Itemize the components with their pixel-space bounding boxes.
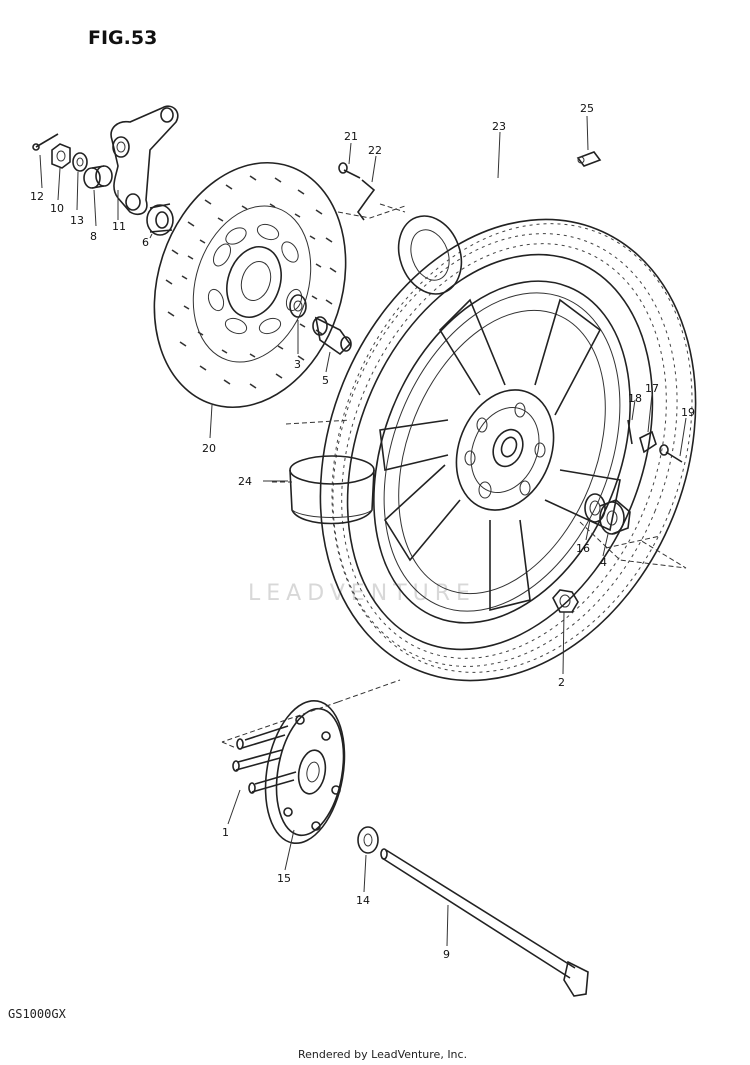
footer-credit: Rendered by LeadVenture, Inc. (298, 1048, 467, 1061)
callout-18: 18 (628, 392, 642, 405)
callout-13: 13 (70, 214, 84, 227)
callout-2: 2 (558, 676, 565, 689)
assembly-guide-lines (221, 203, 687, 749)
rear-tire (319, 215, 697, 682)
callout-5: 5 (322, 374, 329, 387)
studs-1 (232, 725, 297, 794)
axle-9 (380, 848, 589, 997)
collar-8 (83, 165, 113, 189)
plate-17 (639, 430, 657, 454)
leader-lines (39, 115, 687, 947)
callout-9: 9 (443, 948, 450, 961)
callout-17: 17 (645, 382, 659, 395)
caliper-bracket (110, 105, 179, 216)
bolt-12 (32, 133, 59, 151)
brake-disc (153, 161, 347, 409)
nut-2 (552, 589, 579, 613)
callout-23: 23 (492, 120, 506, 133)
model-code: GS1000GX (8, 1007, 67, 1021)
lock-washer-22 (357, 179, 376, 221)
spacer-4 (599, 499, 631, 535)
bolt-21 (338, 162, 361, 179)
callout-21: 21 (344, 130, 358, 143)
callout-6: 6 (142, 236, 149, 249)
bolt-19 (659, 444, 683, 463)
callout-19: 19 (681, 406, 695, 419)
cast-wheel (373, 280, 631, 624)
spacer-3 (289, 294, 307, 318)
callout-4: 4 (600, 556, 607, 569)
callout-20: 20 (202, 442, 216, 455)
bearing-16 (584, 493, 606, 523)
callout-24: 24 (238, 475, 252, 488)
callout-11: 11 (112, 220, 126, 233)
watermark-text: LEADVENTURE (248, 581, 476, 606)
callout-10: 10 (50, 202, 64, 215)
callout-14: 14 (356, 894, 370, 907)
callout-3: 3 (294, 358, 301, 371)
spacer-5 (312, 316, 352, 356)
valve-25 (576, 151, 602, 167)
callout-8: 8 (90, 230, 97, 243)
callout-labels: 12 10 13 8 11 6 3 5 20 21 22 23 25 24 2 … (30, 102, 695, 961)
washer-13 (72, 152, 88, 172)
washer-14 (357, 826, 379, 854)
figure-title: FIG.53 (88, 27, 157, 49)
sprocket-mount (264, 699, 346, 845)
nut-10 (51, 143, 71, 169)
bearing-6 (146, 203, 174, 236)
washer-18 (627, 419, 633, 445)
callout-1: 1 (222, 826, 229, 839)
callout-15: 15 (277, 872, 291, 885)
callout-25: 25 (580, 102, 594, 115)
callout-16: 16 (576, 542, 590, 555)
rim-band-24 (289, 455, 375, 525)
callout-22: 22 (368, 144, 382, 157)
callout-12: 12 (30, 190, 44, 203)
